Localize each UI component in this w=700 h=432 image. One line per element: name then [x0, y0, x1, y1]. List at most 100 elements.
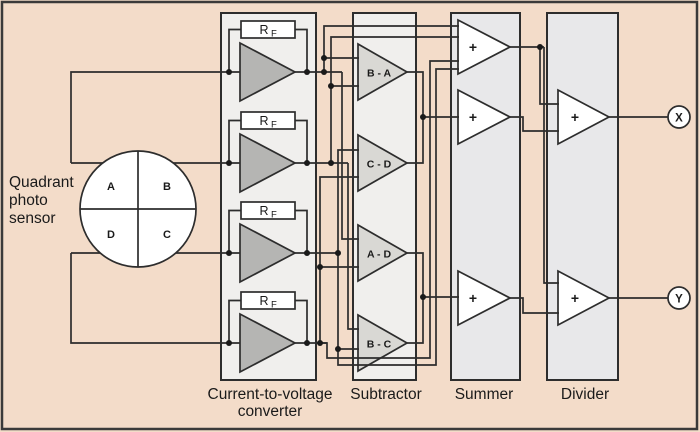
wire [295, 209, 308, 253]
sensor-label-line2: photo [9, 192, 48, 209]
subtractor-label-ba: B - A [367, 68, 392, 80]
subtractor-block: B - A C - D A - D B - C [357, 42, 409, 373]
y-output-terminal [667, 286, 691, 310]
wire [510, 297, 559, 314]
wire [228, 209, 241, 253]
opamp-triangle [239, 41, 297, 103]
feedback-resistor-box [240, 111, 296, 130]
opamp-triangle [357, 42, 409, 102]
wire [319, 176, 359, 343]
wire [320, 60, 459, 359]
junction-dot [420, 294, 426, 300]
junction-dot [321, 69, 327, 75]
converter-cell: R F [228, 111, 348, 194]
wire [70, 253, 240, 344]
converter-cell: R F [228, 20, 342, 103]
block-captions: Current-to-voltage converter Subtractor … [208, 386, 610, 420]
wire [330, 36, 459, 163]
panels [220, 12, 619, 381]
quadrant-a-label: A [107, 181, 115, 193]
wire [295, 299, 308, 343]
quadrant-c-label: C [163, 229, 171, 241]
current-to-voltage-converter: R F R F R F R [228, 20, 348, 374]
opamp-triangle [357, 133, 409, 193]
converter-cell: R F [228, 201, 338, 284]
junction-dot [304, 69, 310, 75]
opamp-triangle [239, 132, 297, 194]
opamp-triangle [239, 312, 297, 374]
sensor-label-line1: Quadrant [9, 174, 74, 191]
divider-plus: + [571, 290, 579, 306]
divider-block: + + [557, 88, 611, 327]
summer-plus: + [469, 39, 477, 55]
feedback-resistor-box [240, 291, 296, 310]
summer-panel [450, 12, 521, 381]
output-terminals: X Y [667, 105, 691, 310]
opamp-triangle [557, 269, 611, 327]
wire [228, 119, 241, 163]
summer-block: + + + [457, 18, 512, 327]
opamp-triangle [557, 88, 611, 146]
rf-label: R [259, 294, 268, 308]
summer-plus: + [469, 290, 477, 306]
opamp-triangle [239, 222, 297, 284]
y-output-label: Y [675, 294, 683, 306]
wire [70, 71, 240, 163]
subtractor-label-ad: A - D [367, 249, 392, 261]
junction-dot [226, 160, 232, 166]
converter-cell: R F [228, 291, 327, 374]
wire [228, 299, 241, 343]
sensor-label: Quadrant photo sensor [9, 174, 74, 227]
wire [543, 47, 559, 284]
rf-label-sub: F [271, 29, 277, 40]
junction-dot [226, 69, 232, 75]
wire [341, 72, 359, 240]
divider-plus: + [571, 109, 579, 125]
wire [539, 47, 559, 105]
rf-label-sub: F [271, 300, 277, 311]
junction-dot [226, 250, 232, 256]
x-output-terminal [667, 105, 691, 129]
x-output-label: X [675, 113, 683, 125]
opamp-triangle [357, 313, 409, 373]
junction-dot [317, 340, 323, 346]
quadrant-d-label: D [107, 229, 115, 241]
quadrant-b-label: B [163, 181, 171, 193]
summer-caption: Summer [455, 386, 514, 403]
subtractor-caption: Subtractor [350, 386, 422, 403]
junction-dot [420, 114, 426, 120]
junction-dot [304, 250, 310, 256]
wire [347, 163, 359, 330]
converter-caption-line1: Current-to-voltage [208, 386, 333, 403]
rf-label: R [259, 23, 268, 37]
junction-dot [335, 346, 341, 352]
junction-dot [304, 340, 310, 346]
wire [295, 28, 308, 72]
opamp-triangle [457, 269, 512, 327]
junction-dot [537, 44, 543, 50]
rf-label-sub: F [271, 120, 277, 131]
wire [295, 119, 308, 163]
junction-dot [226, 340, 232, 346]
divider-caption: Divider [561, 386, 609, 403]
junction-dot [335, 250, 341, 256]
feedback-resistor-box [240, 20, 296, 39]
opamp-triangle [457, 18, 512, 76]
converter-caption-line2: converter [238, 403, 303, 420]
rf-label: R [259, 114, 268, 128]
wire [510, 116, 559, 132]
wire [228, 28, 241, 72]
sensor-label-line3: sensor [9, 210, 56, 227]
quadrant-photo-sensor: A B D C [79, 150, 197, 268]
junction-dot [328, 160, 334, 166]
junction-dot [304, 160, 310, 166]
subtractor-label-bc: B - C [367, 339, 392, 351]
rf-label-sub: F [271, 210, 277, 221]
rf-label: R [259, 204, 268, 218]
junction-dot [328, 83, 334, 89]
opamp-triangle [357, 223, 409, 283]
junction-dot [321, 55, 327, 61]
